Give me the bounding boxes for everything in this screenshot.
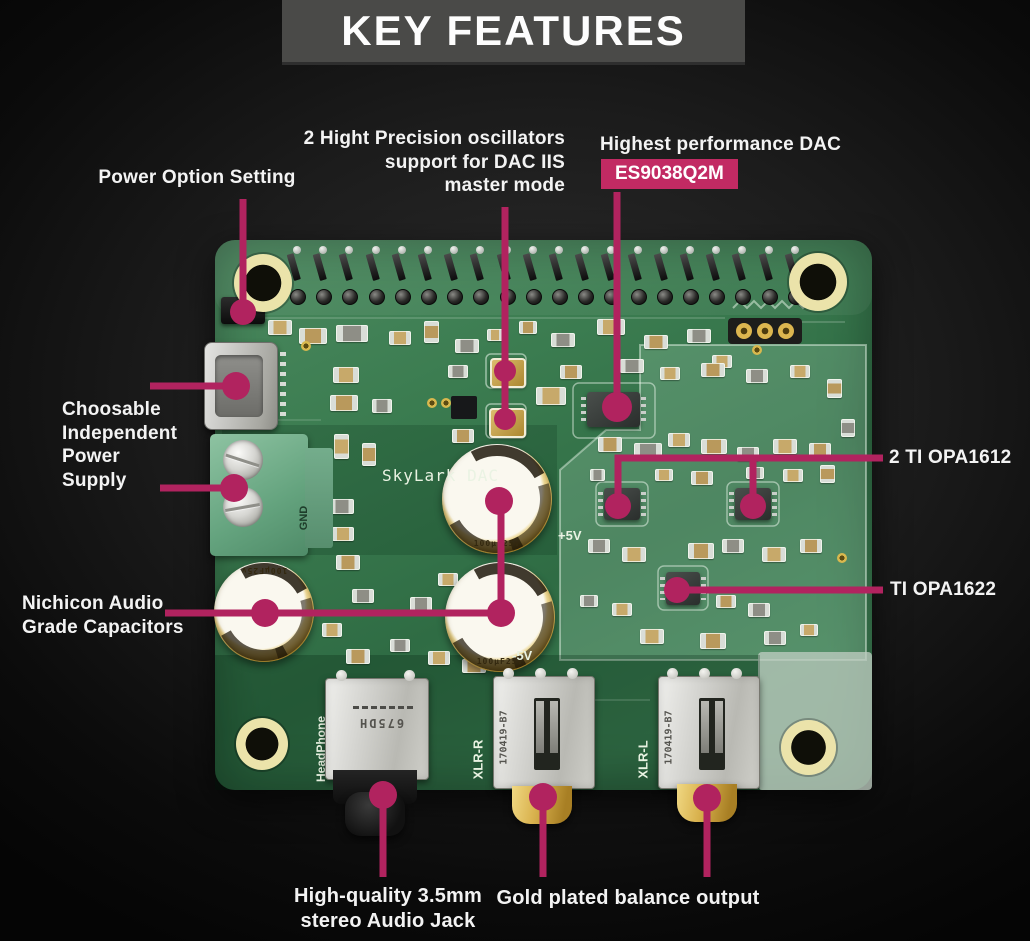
gnd-silkscreen: GND [298,505,311,531]
solder-pad [667,668,678,679]
opamp-chip-3 [660,572,706,605]
usb-c-connector [204,342,286,430]
minus5v-silkscreen: -5V [512,648,533,663]
mounting-hole [234,254,292,312]
xlr-l-silkscreen: XLR-L [635,740,651,779]
label-audio-jack: High-quality 3.5mm stereo Audio Jack [258,884,518,934]
label-line: Supply [62,469,127,491]
xlr-l-gold-barrel [677,784,737,822]
terminal-screw [223,440,263,480]
label-dac-heading: Highest performance DAC [600,134,842,155]
three-pad-connector [728,318,802,344]
board-name-silkscreen: SkyLark DAC [382,466,499,485]
label-balance-output: Gold plated balance output [496,887,760,909]
page-title: KEY FEATURES [341,7,686,54]
solder-pad [503,668,514,679]
label-power-option: Power Option Setting [98,167,296,188]
mounting-hole [789,253,847,311]
capacitor-marking: 100μF25v [476,657,524,666]
xlr-r-jack-slot [534,698,560,770]
terminal-screw [223,487,263,527]
label-line: Nichicon Audio [22,593,164,614]
dac-chip-badge: ES9038Q2M [601,159,738,189]
mounting-hole [781,720,836,775]
title-banner: KEY FEATURES [282,0,745,65]
solder-pad [336,670,347,681]
label-line: master mode [444,175,565,196]
label-line: Independent [62,422,178,444]
solder-pad [699,668,710,679]
xlr-r-silkscreen: XLR-R [470,739,486,780]
terminal-block-side [305,448,333,548]
solder-pad [567,668,578,679]
transistor [451,396,477,419]
label-opa1612: 2 TI OPA1612 [889,447,1012,468]
headphone-jack-barrel [345,792,405,836]
label-line: Choosable [62,399,161,420]
label-opa1622: TI OPA1622 [890,579,997,600]
xlr-l-jack-marking: 170419-B7 [663,710,675,765]
headphone-jack-dash [353,706,413,709]
solder-pad [535,668,546,679]
opamp-chip-1 [598,488,646,520]
label-capacitors: Nichicon Audio Grade Capacitors [22,592,184,640]
oscillator-chip-2 [489,408,526,438]
xlr-r-jack-marking: 170419-B7 [498,710,510,765]
opamp-chip-2 [729,488,777,520]
label-line: Power [62,446,121,467]
label-line: Grade Capacitors [22,617,184,638]
mounting-hole [236,718,288,770]
capacitor-marking: 100μF25v [473,539,521,548]
dac-chip [581,392,646,427]
plus5v-silkscreen: +5V [558,528,582,543]
label-line: support for DAC IIS [384,151,565,173]
oscillator-chip-1 [490,358,526,388]
label-power-supply: Choosable Independent Power Supply [62,398,177,492]
solder-pad [731,668,742,679]
capacitor-plus5v: 100μF25v [442,444,552,554]
label-line: stereo Audio Jack [300,910,476,932]
xlr-l-jack-slot [699,698,725,770]
capacitor-marking: 100μF25v [240,566,288,575]
capacitor-minus5v: 100μF25v [445,562,555,672]
label-line: 2 Hight Precision oscillators [303,128,565,149]
capacitor-left: 100μF25v [214,562,314,662]
label-line: High-quality 3.5mm [293,885,483,907]
xlr-r-gold-barrel [512,786,572,824]
label-oscillators: 2 Hight Precision oscillators support fo… [280,127,565,198]
headphone-jack-marking: 675DH [358,716,405,730]
solder-pad [404,670,415,681]
